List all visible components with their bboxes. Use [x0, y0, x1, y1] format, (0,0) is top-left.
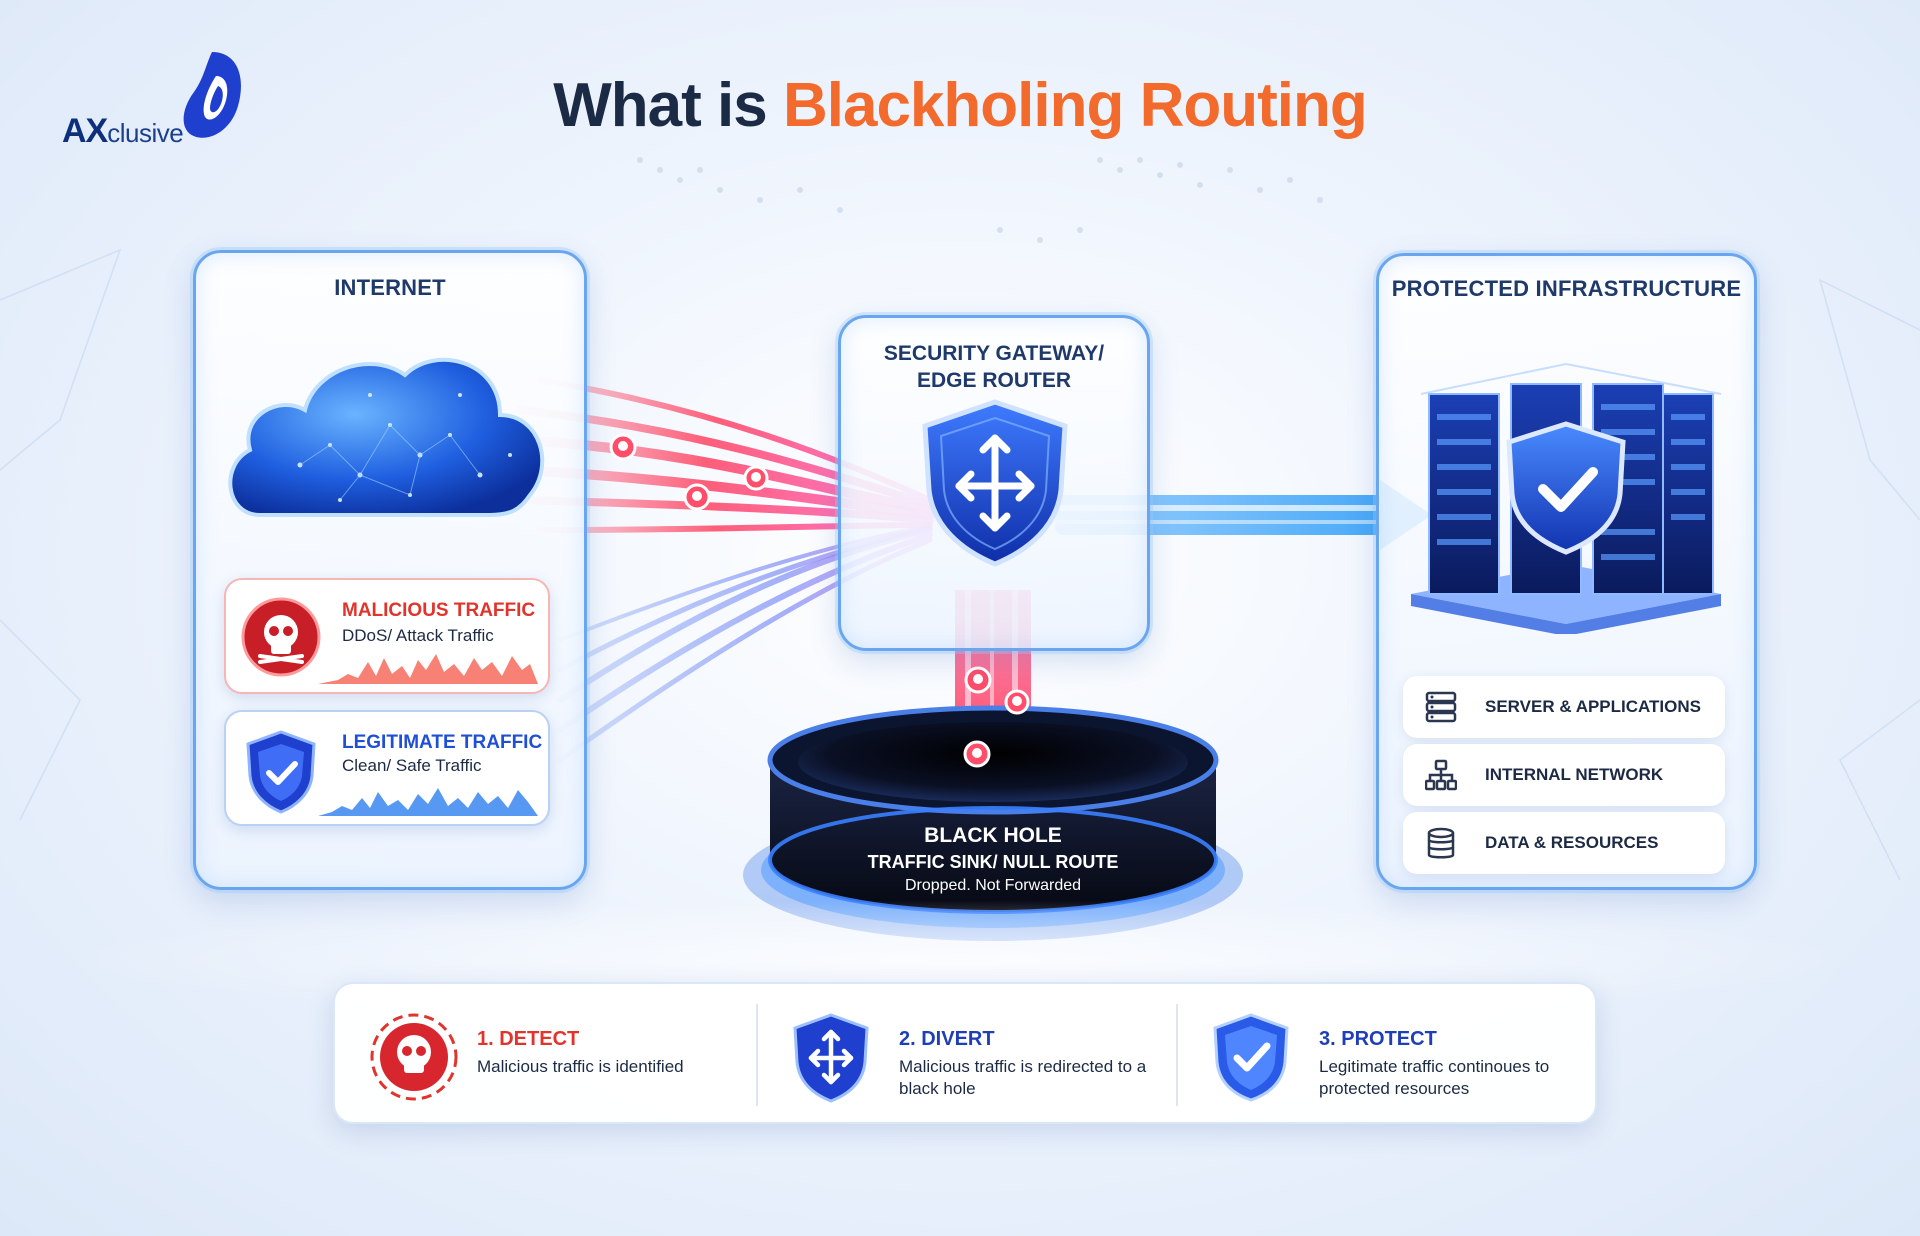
protected-infrastructure-panel: PROTECTED INFRASTRUCTURE — [1376, 253, 1757, 890]
world-map-dots — [637, 157, 1323, 243]
malicious-traffic-card: MALICIOUS TRAFFIC DDoS/ Attack Traffic — [224, 578, 550, 694]
resource-data-resources: DATA & RESOURCES — [1403, 812, 1725, 874]
router-arrows-shield-icon — [922, 399, 1068, 567]
resource-server-applications: SERVER & APPLICATIONS — [1403, 676, 1725, 738]
title-part-1: What is — [553, 71, 767, 140]
step-divider — [756, 1004, 758, 1106]
black-hole — [743, 705, 1243, 941]
brand-logo: AXclusive — [56, 44, 266, 154]
resource-label: INTERNAL NETWORK — [1485, 765, 1664, 784]
logo-mark-icon — [183, 52, 241, 138]
step-description: Malicious traffic is identified — [477, 1057, 684, 1076]
steps-bar: 1. DETECT Malicious traffic is identifie… — [333, 982, 1597, 1124]
database-icon — [1427, 827, 1455, 859]
step-description: Malicious traffic is redirected to a bla… — [899, 1057, 1147, 1098]
skull-icon — [370, 1013, 458, 1101]
step-description: Legitimate traffic continoues to protect… — [1319, 1057, 1550, 1098]
gateway-panel: SECURITY GATEWAY/ EDGE ROUTER — [838, 315, 1150, 651]
legitimate-traffic-subtitle: Clean/ Safe Traffic — [342, 756, 482, 775]
malicious-traffic-subtitle: DDoS/ Attack Traffic — [342, 626, 494, 645]
title-part-2: Blackholing Routing — [782, 71, 1368, 140]
shield-check-icon — [1213, 1013, 1289, 1102]
black-hole-title: BLACK HOLE — [924, 824, 1062, 847]
cloud-icon — [228, 357, 545, 517]
malicious-traffic-waveform — [318, 654, 538, 684]
black-hole-note: Dropped. Not Forwarded — [904, 877, 1082, 894]
legitimate-traffic-waveform — [318, 788, 538, 816]
resource-label: DATA & RESOURCES — [1485, 833, 1659, 852]
malicious-traffic-title: MALICIOUS TRAFFIC — [342, 600, 536, 621]
protected-infrastructure-label: PROTECTED INFRASTRUCTURE — [1391, 276, 1742, 301]
step-title: 1. DETECT — [477, 1028, 580, 1050]
resource-label: SERVER & APPLICATIONS — [1485, 697, 1701, 716]
step-title: 2. DIVERT — [899, 1028, 995, 1050]
step-title: 3. PROTECT — [1319, 1028, 1437, 1050]
server-stack-icon — [1425, 691, 1457, 723]
internet-label: INTERNET — [334, 275, 446, 300]
step-divert: 2. DIVERT Malicious traffic is redirecte… — [757, 984, 1177, 1126]
gateway-label: SECURITY GATEWAY/ EDGE ROUTER — [841, 340, 1147, 394]
step-divider — [1176, 1004, 1178, 1106]
page-title: What is Blackholing Routing — [0, 70, 1920, 141]
network-tree-icon — [1425, 759, 1457, 791]
logo-wordmark: AXclusive — [62, 112, 184, 150]
shield-check-icon — [246, 730, 316, 814]
gateway-label-line-2: EDGE ROUTER — [916, 369, 1071, 392]
step-detect: 1. DETECT Malicious traffic is identifie… — [335, 984, 755, 1126]
internet-panel: INTERNET MALICIOUS TRAF — [193, 250, 587, 890]
legitimate-traffic-card: LEGITIMATE TRAFFIC Clean/ Safe Traffic — [224, 710, 550, 826]
network-lines — [0, 248, 1920, 881]
skull-particles — [609, 433, 1030, 768]
legitimate-traffic-title: LEGITIMATE TRAFFIC — [342, 732, 543, 753]
step-protect: 3. PROTECT Legitimate traffic continoues… — [1177, 984, 1597, 1126]
resource-internal-network: INTERNAL NETWORK — [1403, 744, 1725, 806]
skull-icon — [241, 597, 321, 677]
divert-shield-icon — [793, 1013, 869, 1103]
black-hole-subtitle: TRAFFIC SINK/ NULL ROUTE — [867, 852, 1119, 872]
gateway-label-line-1: SECURITY GATEWAY/ — [883, 342, 1105, 365]
server-rack-shield-icon — [1411, 362, 1722, 634]
